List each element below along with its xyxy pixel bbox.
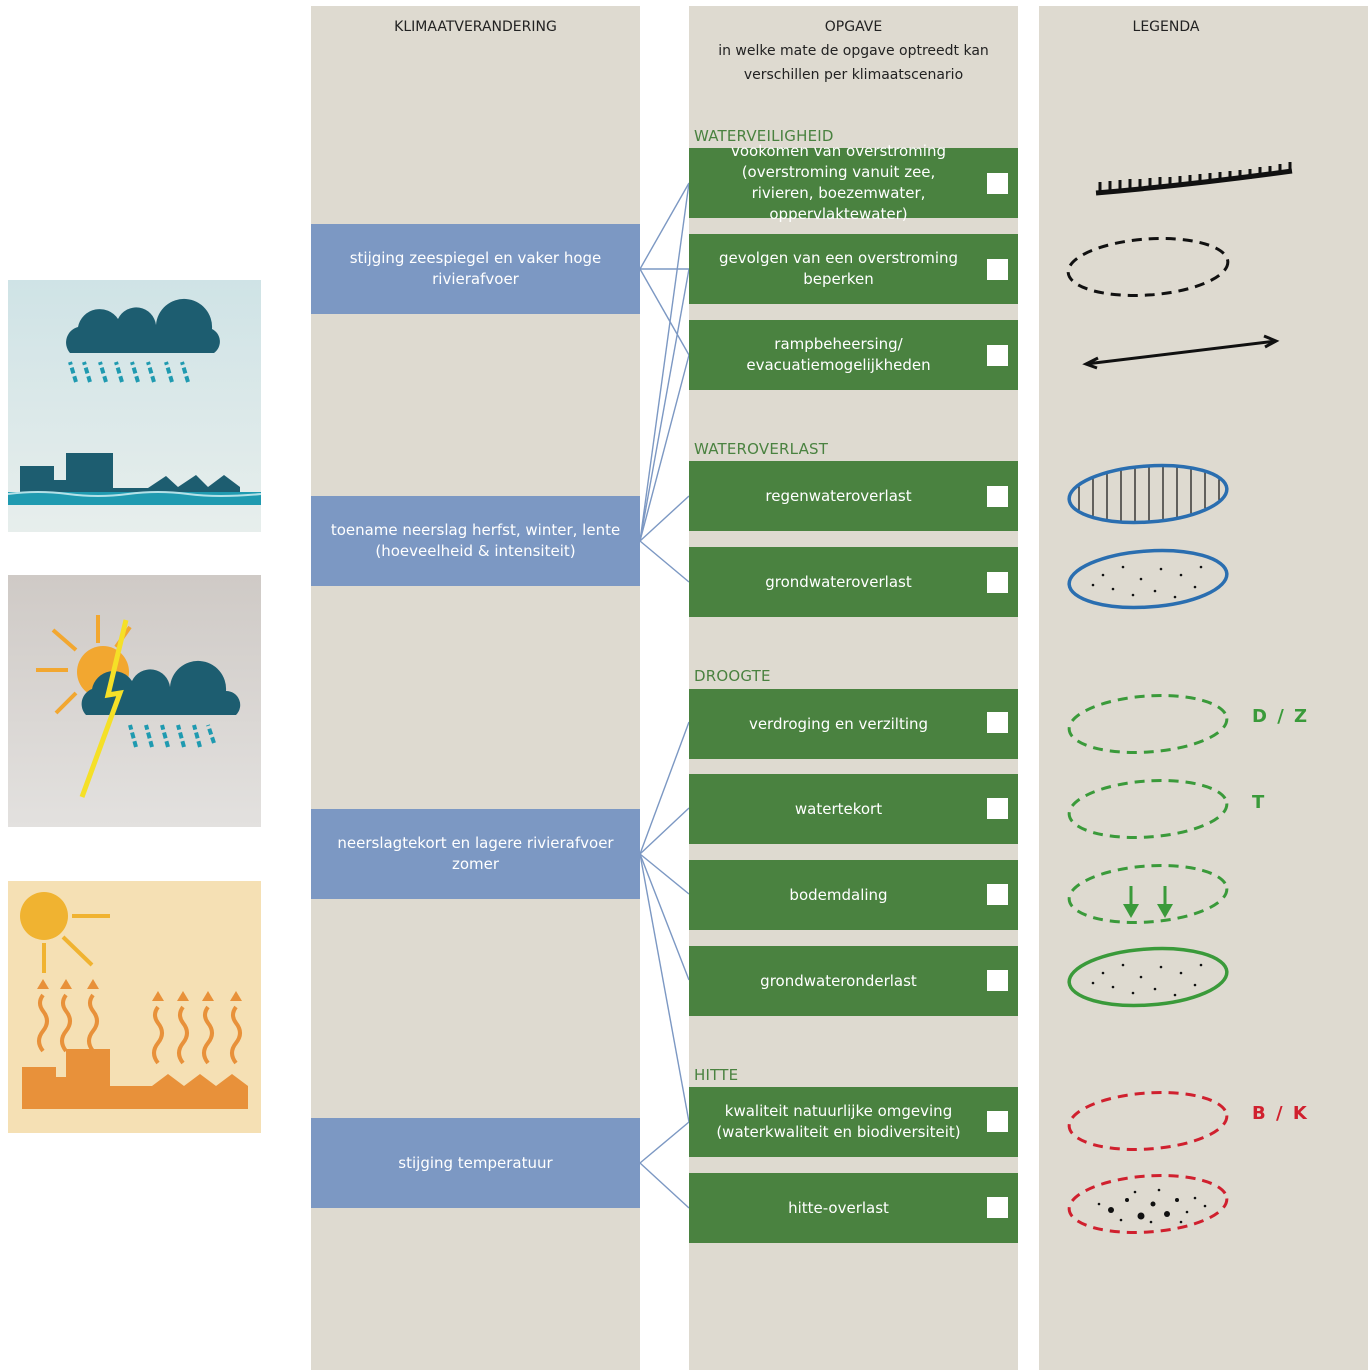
opgave-rampbeheersing: rampbeheersing/ evacuatiemogelijkheden [689, 320, 1018, 390]
checkbox-grondwateronderlast[interactable] [987, 970, 1008, 991]
klimaat-column-title: KLIMAATVERANDERING [394, 19, 557, 35]
klimaat-item-zeespiegel: stijging zeespiegel en vaker hoge rivier… [311, 224, 640, 314]
checkbox-grondwateroverlast[interactable] [987, 572, 1008, 593]
opgave-grondwateronderlast: grondwateronderlast [689, 946, 1018, 1016]
legend-hatched-blue-ellipse-icon [1067, 460, 1229, 528]
opgave-regenwateroverlast: regenwateroverlast [689, 461, 1018, 531]
checkbox-verdroging[interactable] [987, 712, 1008, 733]
opgave-bodemdaling: bodemdaling [689, 860, 1018, 930]
checkbox-watertekort[interactable] [987, 798, 1008, 819]
storm-icon [8, 575, 261, 827]
legend-letters-bk: B / K [1252, 1103, 1309, 1124]
checkbox-bodemdaling[interactable] [987, 884, 1008, 905]
legend-dashed-black-ellipse-icon [1066, 237, 1230, 297]
category-droogte: DROOGTE [694, 667, 771, 685]
opgave-column-subtitle-1: in welke mate de opgave optreedt kan [718, 43, 989, 59]
opgave-hitte-overlast: hitte-overlast [689, 1173, 1018, 1243]
klimaat-item-neerslag: toename neerslag herfst, winter, lente (… [311, 496, 640, 586]
checkbox-regenwateroverlast[interactable] [987, 486, 1008, 507]
opgave-column-title: OPGAVE [824, 19, 883, 35]
opgave-verdroging: verdroging en verzilting [689, 689, 1018, 759]
opgave-overstroming: vookomen van overstroming (overstroming … [689, 142, 1018, 223]
legend-dashed-red-ellipse-icon [1067, 1091, 1229, 1151]
checkbox-kwaliteit-omgeving[interactable] [987, 1111, 1008, 1132]
legend-dashed-green-ellipse-icon [1067, 694, 1229, 754]
legend-letters-dz: D / Z [1252, 706, 1310, 727]
legend-dike-icon [1095, 162, 1293, 196]
legend-double-arrow-icon [1082, 334, 1280, 370]
legend-dotted-blue-ellipse-icon [1067, 548, 1229, 610]
legenda-column: LEGENDA [1039, 6, 1368, 1370]
legenda-column-title: LEGENDA [1132, 19, 1200, 35]
opgave-grondwateroverlast: grondwateroverlast [689, 547, 1018, 617]
legend-dotted-green-ellipse-icon [1067, 946, 1229, 1008]
checkbox-gevolgen[interactable] [987, 259, 1008, 280]
legend-subsidence-arrows-icon [1067, 864, 1229, 924]
opgave-column-subtitle-2: verschillen per klimaatscenario [743, 67, 964, 83]
heat-icon [8, 881, 261, 1133]
category-hitte: HITTE [694, 1066, 739, 1084]
rain-city-icon [8, 280, 261, 532]
opgave-gevolgen: gevolgen van een overstroming beperken [689, 234, 1018, 304]
opgave-watertekort: watertekort [689, 774, 1018, 844]
legend-dotted-red-ellipse-icon [1067, 1174, 1229, 1234]
category-wateroverlast: WATEROVERLAST [694, 440, 829, 458]
checkbox-rampbeheersing[interactable] [987, 345, 1008, 366]
opgave-kwaliteit-omgeving: kwaliteit natuurlijke omgeving (waterkwa… [689, 1087, 1018, 1157]
legend-dashed-green-ellipse-t-icon [1067, 779, 1229, 839]
checkbox-overstroming[interactable] [987, 173, 1008, 194]
legend-letters-t: T [1252, 792, 1267, 813]
klimaat-item-temperatuur: stijging temperatuur [311, 1118, 640, 1208]
checkbox-hitte-overlast[interactable] [987, 1197, 1008, 1218]
klimaat-item-neerslagtekort: neerslagtekort en lagere rivierafvoer zo… [311, 809, 640, 899]
category-waterveiligheid: WATERVEILIGHEID [694, 127, 834, 145]
